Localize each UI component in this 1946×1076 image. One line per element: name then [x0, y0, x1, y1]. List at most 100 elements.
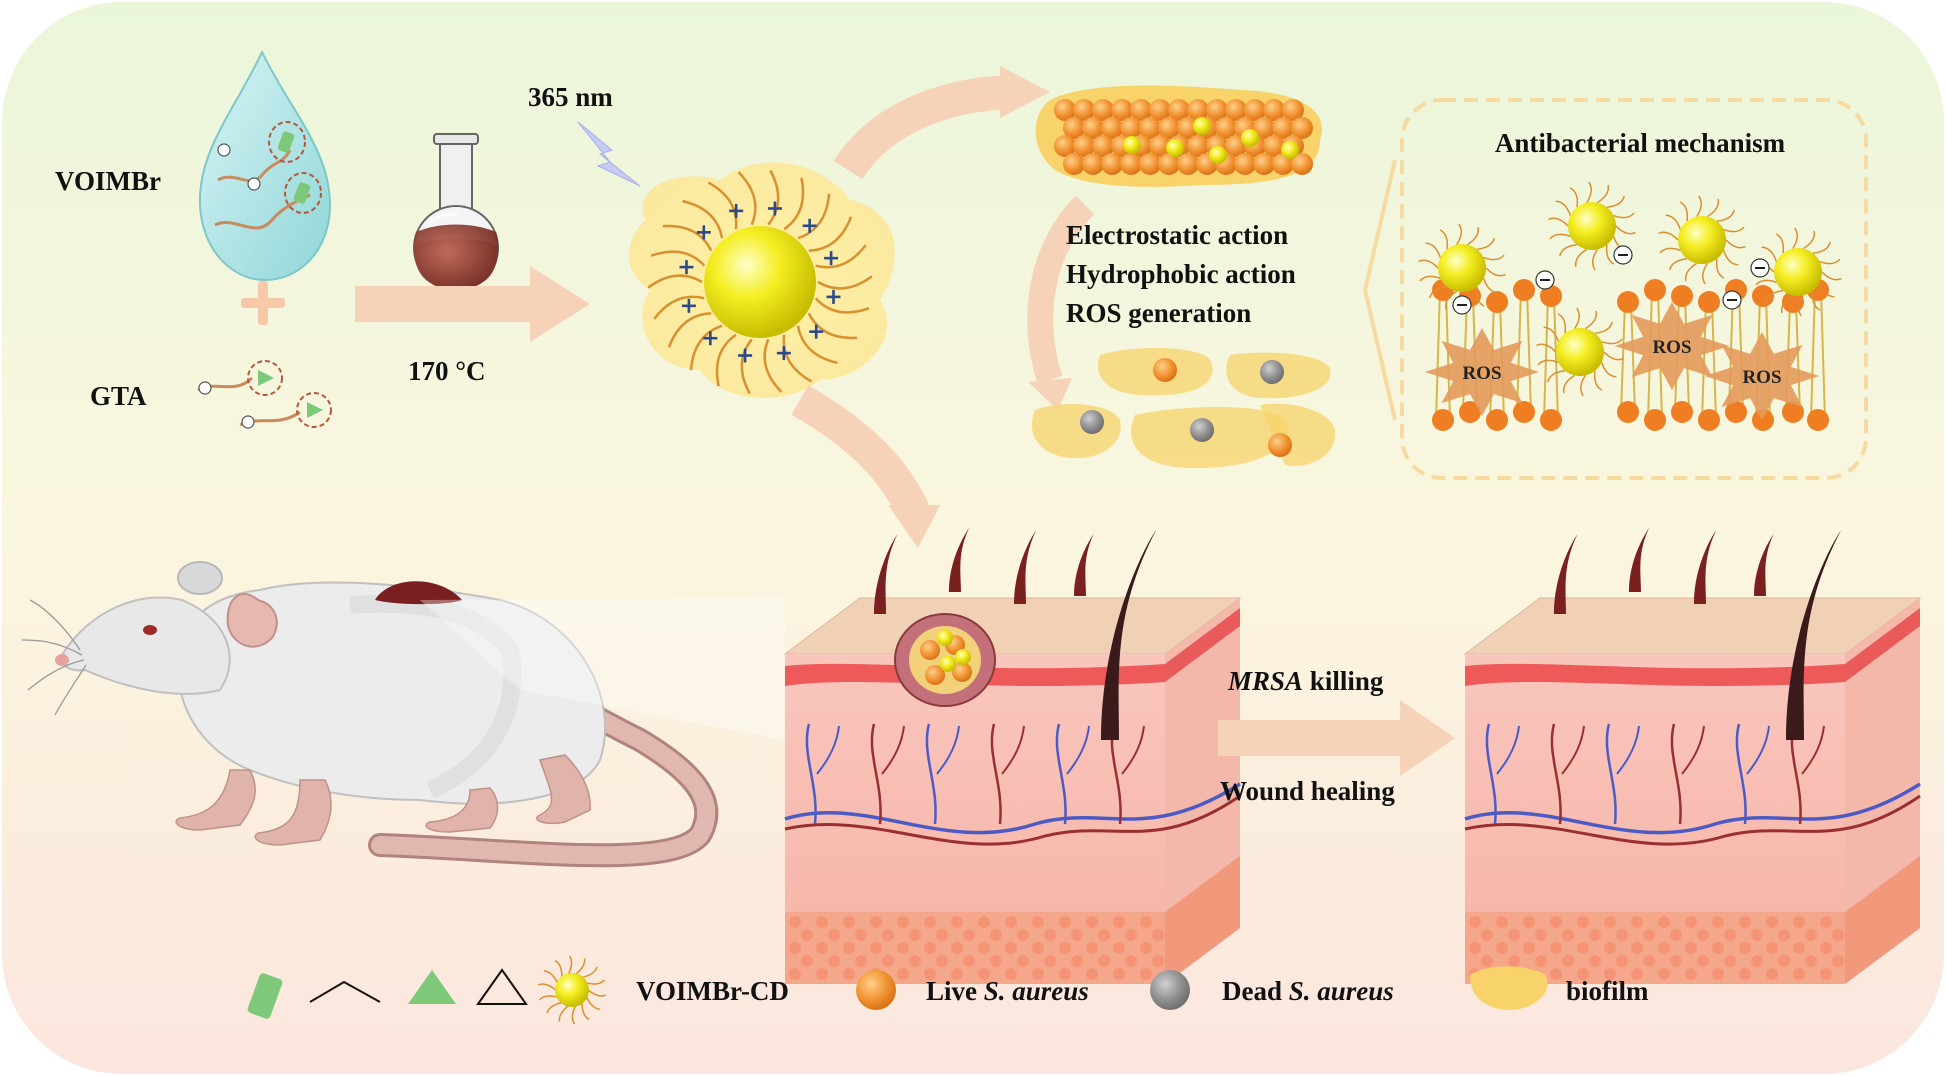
fat-cell: [1751, 955, 1763, 967]
mech-cd-chain: [1543, 326, 1560, 342]
lipid-head: [1617, 401, 1639, 423]
fat-cell: [1820, 916, 1832, 928]
killing-text: killing: [1303, 666, 1384, 696]
legend-dead-prefix: Dead: [1222, 976, 1289, 1006]
fat-cell: [855, 929, 867, 941]
cd-chain: [667, 312, 712, 348]
mech-cd-chain: [1574, 248, 1588, 268]
zoom-bracket: [1362, 159, 1397, 421]
mech-cd-chain: [1603, 351, 1624, 361]
mech-cd-core: [1568, 202, 1616, 250]
live-bacterium: [1187, 99, 1209, 121]
legend-cd-chain: [538, 983, 557, 991]
live-bacterium: [1282, 99, 1304, 121]
vessel-branch: [870, 723, 882, 825]
legend-live-prefix: Live: [926, 976, 984, 1006]
ros-burst: [1704, 332, 1820, 420]
fat-cell: [1778, 955, 1790, 967]
fat-cell: [1643, 929, 1655, 941]
live-bacterium: [1149, 135, 1171, 157]
water-drop-icon: [198, 49, 332, 282]
fat-cell: [1140, 942, 1152, 954]
mech-cd-chain: [1798, 294, 1804, 317]
fat-cell: [1604, 968, 1616, 980]
lipid-head: [1752, 409, 1774, 431]
mech-cd-chain: [1593, 370, 1603, 391]
legend: VOIMBr-CD Live S. aureus Dead S. aureus …: [247, 955, 1649, 1025]
mech-cd-chain: [1476, 237, 1495, 250]
fat-cell: [1481, 955, 1493, 967]
lipid-tail: [1795, 301, 1801, 413]
mouse-illustration: [21, 561, 719, 868]
fat-cell: [1820, 968, 1832, 980]
cd-chain: [808, 216, 853, 252]
fat-cell: [816, 916, 828, 928]
fat-cell: [1697, 929, 1709, 941]
fat-cell: [1604, 942, 1616, 954]
fat-cell: [897, 916, 909, 928]
lipid-tail: [1810, 289, 1816, 421]
curved-arrow-biofilm-to-dead: [1027, 195, 1095, 410]
mech-cd-chain: [1547, 370, 1566, 383]
mech-cd-chain: [1592, 248, 1598, 271]
legend-cd-chain: [567, 955, 573, 975]
mech-cd-chain: [1725, 239, 1746, 249]
live-bacterium: [1244, 99, 1266, 121]
gta-molecule-icon: [197, 360, 332, 429]
fat-cell: [924, 968, 936, 980]
cd-chain: [707, 181, 738, 230]
vessel-branch: [990, 723, 1002, 825]
mech-cd-chain: [1606, 195, 1625, 208]
lipid-tail: [1620, 301, 1626, 413]
action-text-group: Electrostatic action Hydrophobic action …: [1066, 220, 1303, 328]
cd-plus-v: [829, 251, 833, 266]
cluster-cd: [1241, 129, 1259, 147]
live-bacterium: [1253, 117, 1275, 139]
mech-cd-chain: [1811, 290, 1821, 311]
lipid-head: [1644, 409, 1666, 431]
lipid-head: [1644, 279, 1666, 301]
live-bacterium: [1158, 117, 1180, 139]
lipid-head: [1486, 409, 1508, 431]
legend-cd-core: [555, 973, 589, 1007]
fat-cell: [1739, 942, 1751, 954]
hair: [949, 528, 970, 592]
vessel-twig: [1121, 725, 1145, 775]
lipid-head: [1698, 409, 1720, 431]
mech-cd-chain: [1818, 282, 1835, 298]
mechanism-carbon-dots: [1418, 181, 1842, 397]
fat-cell: [1577, 968, 1589, 980]
temperature-label: 170 °C: [408, 356, 486, 386]
fat-cell: [990, 955, 1002, 967]
vessel-twig: [881, 725, 905, 775]
mech-cd-chain: [1475, 286, 1485, 307]
fat-cell: [1616, 955, 1628, 967]
legend-cd-chain: [558, 1005, 569, 1022]
cd-surface-chains: [647, 169, 873, 395]
mech-cd-chain: [1755, 279, 1777, 286]
mech-cd-chain: [1600, 362, 1617, 378]
fat-cell: [789, 916, 801, 928]
mech-cd-chain: [1549, 233, 1571, 240]
fat-cell: [909, 929, 921, 941]
fat-cell: [1670, 929, 1682, 941]
precursor-voimbr-label: VOIMBr: [55, 166, 161, 196]
live-bacterium: [1206, 99, 1228, 121]
voimbr-cd-central: [628, 162, 895, 399]
lipid-tail: [1516, 289, 1522, 413]
fat-cell: [1562, 955, 1574, 967]
curved-arrow-to-skin: [791, 385, 940, 548]
live-bacterium: [1082, 117, 1104, 139]
lipid-tail: [1543, 295, 1549, 421]
hair: [1694, 530, 1717, 604]
fat-cell: [1832, 955, 1844, 967]
legend-dead-bacteria-icon: [1150, 970, 1190, 1010]
mech-cd-chain: [1716, 209, 1735, 222]
cd-chain: [782, 334, 813, 383]
action-hydrophobic: Hydrophobic action: [1066, 259, 1296, 289]
fat-cell: [1032, 916, 1044, 928]
plus-sign: [241, 281, 285, 325]
mech-cd-chain: [1775, 233, 1785, 254]
lipid-tail: [1553, 295, 1559, 421]
